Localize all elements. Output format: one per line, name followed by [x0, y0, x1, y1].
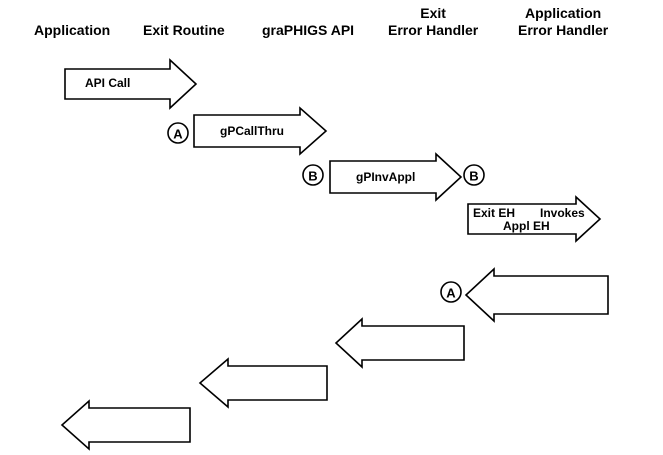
column-header-graphigs-api: graPHIGS API — [262, 22, 355, 38]
marker-b-circle — [463, 164, 485, 186]
marker-a-label: A — [446, 286, 456, 301]
arrow-exit-eh-invokes-label-line1b: Invokes — [540, 206, 585, 220]
arrow-return-3-shape — [198, 357, 328, 409]
arrow-gpinvappl-label: gPInvAppl — [356, 170, 415, 184]
arrow-return-4 — [60, 399, 191, 451]
arrow-gpcallthru-label: gPCallThru — [220, 124, 284, 138]
marker-a-exit-routine: A — [167, 122, 189, 144]
column-header-line: Application — [525, 5, 602, 21]
marker-b-left: B — [302, 164, 324, 186]
marker-b-label: B — [308, 169, 317, 184]
arrow-return-1-shape — [464, 267, 609, 323]
column-header-exit-error-handler: Exit Error Handler — [388, 5, 478, 39]
arrow-exit-eh-invokes-label-line1: Exit EH — [473, 206, 515, 220]
marker-a-circle — [440, 281, 462, 303]
arrow-gpinvappl-shape — [329, 152, 463, 202]
arrow-api-call-label: API Call — [85, 76, 130, 90]
marker-b-circle — [302, 164, 324, 186]
column-header-line: Error Handler — [518, 22, 609, 38]
column-header-application-error-handler: Application Error Handler — [518, 5, 608, 39]
column-header-exit-routine: Exit Routine — [143, 22, 225, 38]
column-header-line: Exit — [420, 5, 446, 21]
marker-b-right: B — [463, 164, 485, 186]
arrow-gpcallthru-shape — [193, 106, 328, 156]
marker-b-label: B — [469, 169, 478, 184]
arrow-exit-eh-invokes-label-line2: Appl EH — [503, 219, 550, 233]
column-header-application: Application — [34, 22, 111, 38]
marker-a-label: A — [173, 127, 183, 142]
arrow-exit-eh-invokes: Exit EH Invokes Appl EH — [467, 195, 602, 243]
arrow-api-call-shape — [64, 58, 198, 110]
arrow-return-3 — [198, 357, 328, 409]
arrow-return-2 — [334, 317, 465, 369]
arrow-return-1 — [464, 267, 609, 323]
arrow-gpcallthru: gPCallThru — [193, 106, 328, 156]
arrow-return-2-shape — [334, 317, 465, 369]
marker-a-circle — [167, 122, 189, 144]
arrow-api-call: API Call — [64, 58, 198, 110]
arrow-exit-eh-invokes-shape — [467, 195, 602, 243]
arrow-return-4-shape — [60, 399, 191, 451]
marker-a-return: A — [440, 281, 462, 303]
arrow-gpinvappl: gPInvAppl — [329, 152, 463, 202]
column-header-line: Error Handler — [388, 22, 479, 38]
